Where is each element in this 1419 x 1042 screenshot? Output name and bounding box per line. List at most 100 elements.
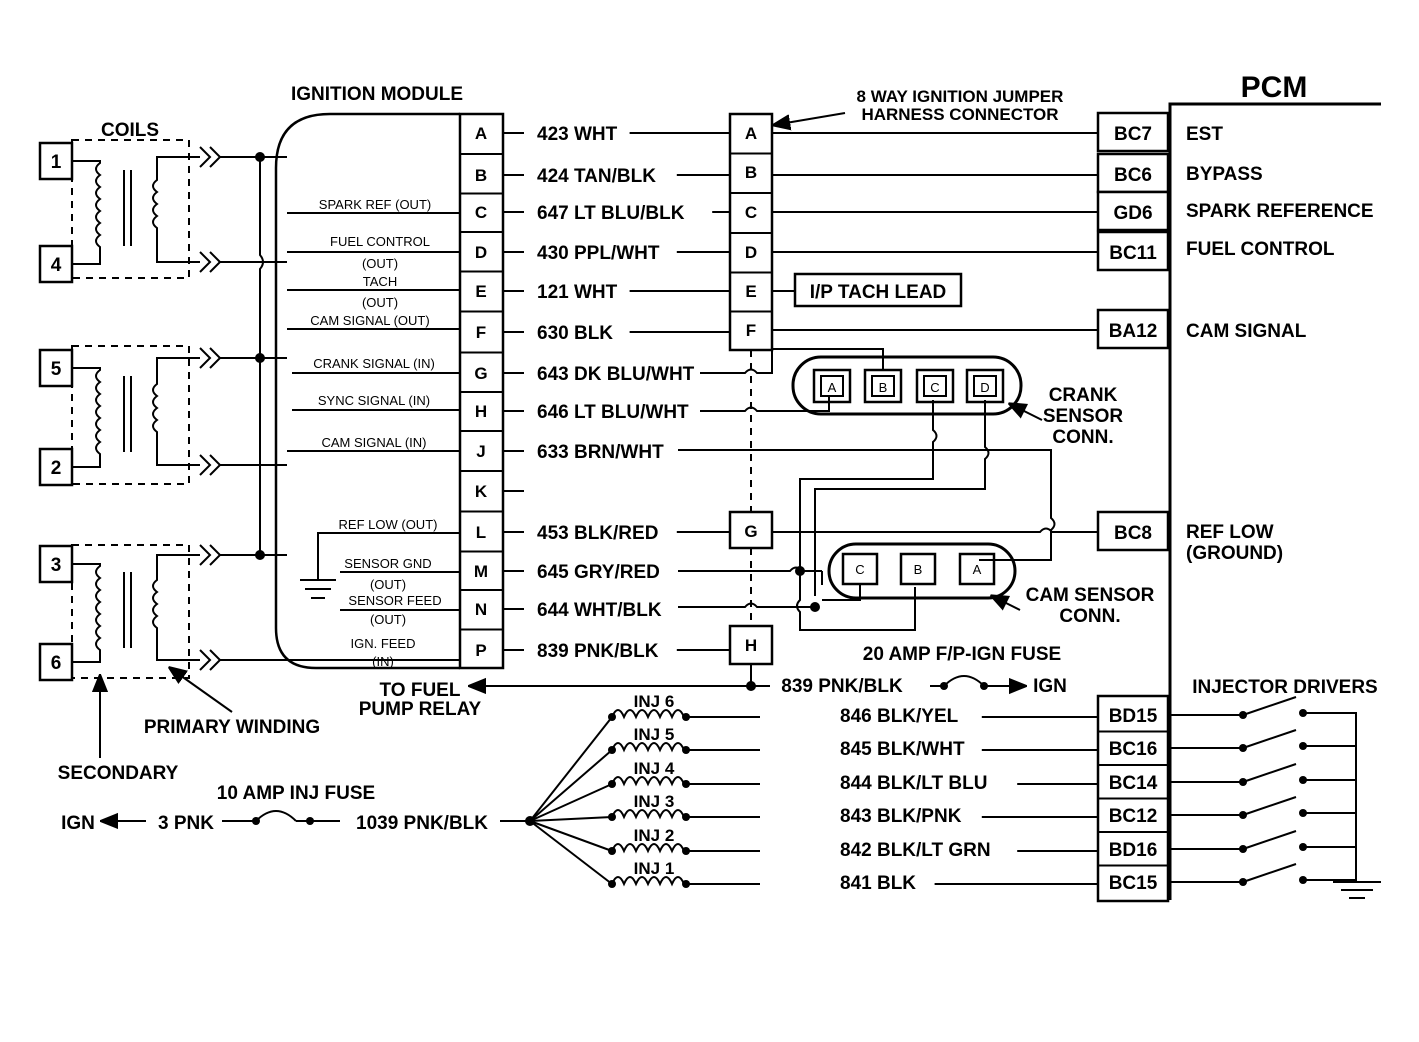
secondary-label: SECONDARY (58, 763, 179, 784)
pcm-function: SPARK REFERENCE (1186, 201, 1374, 222)
coil-number: 2 (51, 458, 62, 479)
pcm-terminal-label: BC11 (1109, 243, 1157, 264)
coil-feed-wires (220, 156, 460, 661)
module-label: REF LOW (OUT) (339, 517, 438, 532)
crank-label: SENSOR (1043, 406, 1124, 427)
jumper-title: HARNESS CONNECTOR (861, 105, 1058, 124)
module-label: SENSOR FEED (348, 593, 441, 608)
module-pin-g: G (474, 364, 487, 383)
coil-number: 1 (51, 152, 62, 173)
injector-fuse: 10 AMP INJ FUSE IGN 3 PNK 1039 PNK/BLK (61, 783, 535, 834)
module-label: FUEL CONTROL (330, 234, 430, 249)
jumper-pin-c: C (745, 203, 757, 222)
pcm-injector-terminal: BC12 (1109, 806, 1158, 827)
module-label: CAM SIGNAL (IN) (322, 435, 427, 450)
jumper-pin-b: B (745, 163, 757, 182)
crank-pin-inner (923, 375, 947, 397)
pcm-function: EST (1186, 124, 1223, 145)
pcm-terminal-bc8 (1096, 510, 1170, 552)
crank-pin-d: D (980, 380, 989, 395)
pcm-injector-terminal: BC14 (1109, 773, 1158, 794)
coil-terminal-1 (38, 141, 74, 181)
cam-pin-a: A (973, 562, 982, 577)
injector-label: INJ 1 (634, 859, 675, 878)
fp-fuse-label: 20 AMP F/P-IGN FUSE (863, 644, 1061, 665)
wire-label: 646 LT BLU/WHT (537, 402, 689, 423)
module-pin-h: H (475, 402, 487, 421)
coil-terminal-6 (38, 642, 74, 682)
jumper-pin-g-label: G (744, 522, 757, 541)
cam-label: CONN. (1059, 606, 1120, 627)
module-pin-p: P (475, 641, 486, 660)
injector-wire-label: 845 BLK/WHT (840, 739, 965, 760)
fp-ign-label: IGN (1033, 676, 1067, 697)
module-label: (OUT) (362, 256, 398, 271)
inj-wire2-label: 1039 PNK/BLK (356, 813, 488, 834)
cam-pin-box (899, 552, 937, 586)
fp-wire-label: 839 PNK/BLK (781, 676, 903, 697)
module-pin-l: L (476, 523, 486, 542)
injector-label: INJ 6 (634, 692, 675, 711)
injector-wire-label: 841 BLK (840, 873, 916, 894)
wire-label: 630 BLK (537, 323, 613, 344)
crank-pin-inner (820, 375, 844, 397)
module-label: SPARK REF (OUT) (319, 197, 431, 212)
injector-coil (611, 876, 685, 887)
jumper-pin-a: A (745, 124, 757, 143)
fuel-pump-fuse: 20 AMP F/P-IGN FUSE 839 PNK/BLK IGN TO F… (359, 644, 1067, 720)
injector-wire-label: 843 BLK/PNK (840, 806, 962, 827)
injector-drivers-label: INJECTOR DRIVERS (1192, 677, 1377, 698)
jumper-pin-d: D (745, 243, 757, 262)
injector-label: INJ 3 (634, 792, 675, 811)
fuel-pump-label: TO FUEL (380, 680, 461, 701)
coil-number: 3 (51, 555, 62, 576)
cam-pin-c: C (855, 562, 864, 577)
wire-label: 423 WHT (537, 124, 618, 145)
pcm-terminal-gd6 (1096, 190, 1170, 232)
wire-label: 633 BRN/WHT (537, 442, 664, 463)
crank-pin-c: C (930, 380, 939, 395)
crank-pin-a: A (828, 380, 837, 395)
crank-label: CRANK (1049, 385, 1118, 406)
wire-label: 424 TAN/BLK (537, 166, 656, 187)
coil-section: COILS 1 4 5 2 3 6 (38, 120, 460, 784)
module-internal-lines (287, 212, 460, 611)
coil-number: 4 (51, 255, 62, 276)
inj-ign-label: IGN (61, 813, 95, 834)
jumper-pin-h-label: H (745, 636, 757, 655)
jumper-connector: 8 WAY IGNITION JUMPER HARNESS CONNECTOR … (728, 87, 1063, 666)
jumper-pin-g (728, 510, 774, 550)
module-label: CAM SIGNAL (OUT) (310, 313, 429, 328)
pcm-terminal-label: GD6 (1113, 203, 1152, 224)
tach-lead-label: I/P TACH LEAD (810, 282, 947, 303)
module-label: (OUT) (370, 577, 406, 592)
injector-wire-label: 846 BLK/YEL (840, 706, 959, 727)
module-pin-a: A (475, 124, 487, 143)
pcm-function: FUEL CONTROL (1186, 239, 1335, 260)
crank-pin-inner (871, 375, 895, 397)
coil-pack-1-4 (71, 139, 190, 279)
wire-label: 643 DK BLU/WHT (537, 364, 695, 385)
wire-label: 430 PPL/WHT (537, 243, 660, 264)
tach-lead-box (793, 272, 963, 308)
module-label: IGN. FEED (350, 636, 415, 651)
pcm-function: (GROUND) (1186, 543, 1283, 564)
module-label: TACH (363, 274, 397, 289)
module-pin-j: J (476, 442, 485, 461)
module-label: SYNC SIGNAL (IN) (318, 393, 430, 408)
injector-label: INJ 5 (634, 725, 675, 744)
pcm-terminal-label: BA12 (1109, 321, 1158, 342)
pcm-function: BYPASS (1186, 164, 1263, 185)
pcm-injector-terminal: BD15 (1109, 706, 1158, 727)
pcm-title: PCM (1241, 71, 1308, 104)
pcm-terminal-label: BC6 (1114, 165, 1152, 186)
jumper-pin-f: F (746, 321, 756, 340)
module-pin-m: M (474, 562, 488, 581)
